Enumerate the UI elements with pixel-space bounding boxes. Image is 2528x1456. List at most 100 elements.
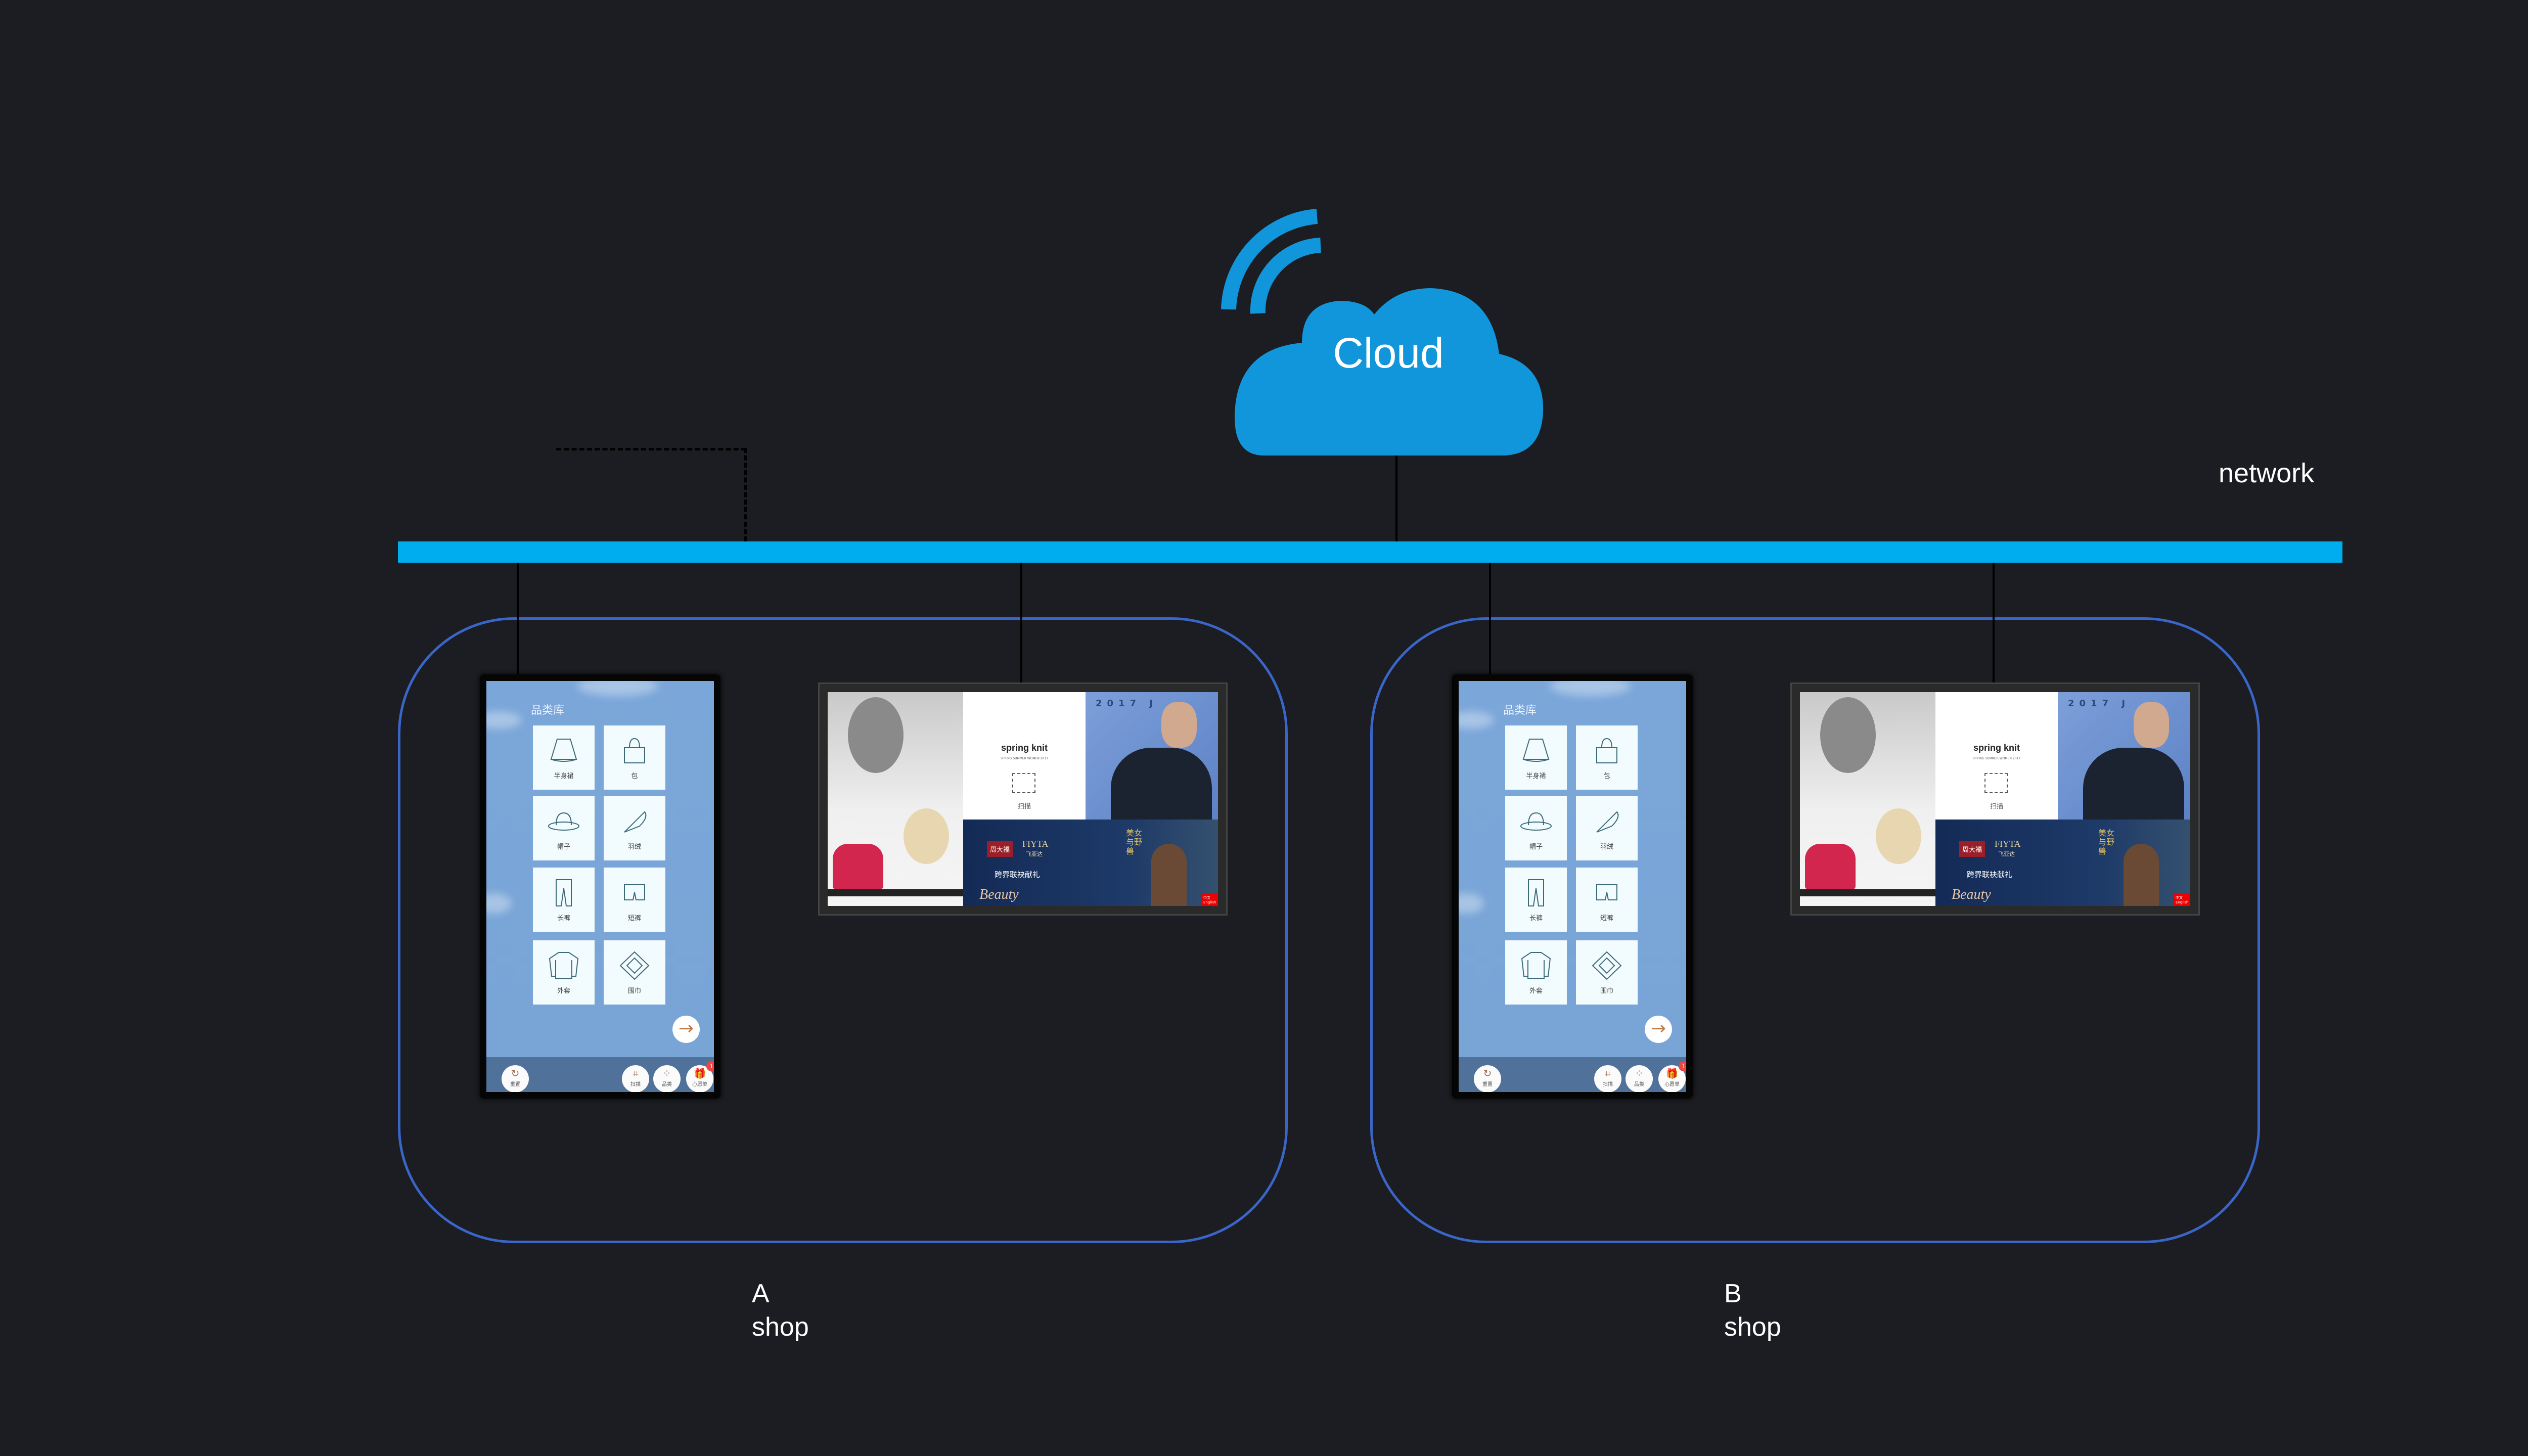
skirt-icon xyxy=(1522,739,1550,762)
display-connector xyxy=(1020,563,1022,682)
shorts-icon xyxy=(1596,884,1617,900)
category-tile[interactable]: 短裤 xyxy=(604,868,665,932)
photo-woman-head xyxy=(848,697,904,773)
category-label: 围巾 xyxy=(627,987,641,995)
table xyxy=(828,889,963,896)
category-tile[interactable]: 包 xyxy=(1576,725,1638,790)
scan-label: 扫描 xyxy=(1990,803,2003,810)
category-tile[interactable]: 羽绒 xyxy=(604,796,665,860)
category-label: 羽绒 xyxy=(627,843,641,851)
kiosk-button-2[interactable]: ⁘品类 xyxy=(653,1065,681,1092)
headline: spring knit xyxy=(1973,743,2020,753)
category-label: 外套 xyxy=(557,987,570,995)
button-label: 扫描 xyxy=(1603,1082,1613,1087)
brand-fiyta: FIYTA xyxy=(1995,839,2021,849)
category-tile[interactable]: 围巾 xyxy=(604,940,665,1005)
feather-icon xyxy=(1596,811,1619,833)
kiosk-button-2[interactable]: ⁘ 品类 xyxy=(1626,1065,1653,1092)
red-handbag xyxy=(1805,844,1856,889)
dashed-connector xyxy=(556,448,746,450)
button-label: 品类 xyxy=(1634,1082,1644,1087)
category-label: 长裤 xyxy=(557,915,570,922)
button-icon: ↻ xyxy=(1483,1067,1492,1079)
actress xyxy=(1151,844,1187,906)
category-label: 外套 xyxy=(1529,987,1543,995)
photo-blonde xyxy=(1876,808,1921,864)
category-tile[interactable]: 帽子 xyxy=(533,796,595,860)
button-label: 重置 xyxy=(510,1082,520,1087)
kiosk-button-0[interactable]: ↻ 重置 xyxy=(502,1065,529,1092)
movie-title: 美女与野兽 xyxy=(1126,828,1143,856)
category-tile[interactable]: 短裤 xyxy=(1576,868,1638,932)
scarf-icon xyxy=(619,951,650,980)
button-icon: 🎁 xyxy=(1665,1067,1679,1079)
kiosk-title: 品类库 xyxy=(531,704,565,717)
feather-icon xyxy=(624,811,647,833)
hat-icon xyxy=(1520,812,1552,831)
photo-blonde xyxy=(904,808,949,864)
category-label: 半身裙 xyxy=(554,772,574,780)
category-tile[interactable]: 半身裙 xyxy=(1505,725,1567,790)
next-arrow-icon[interactable]: → xyxy=(672,1016,700,1043)
trousers-icon xyxy=(1528,879,1544,906)
shop-letter: A xyxy=(752,1279,770,1308)
button-label: 扫描 xyxy=(630,1082,641,1087)
button-icon: ↻ xyxy=(511,1067,520,1079)
beauty-script: Beauty xyxy=(979,887,1019,902)
kiosk-title: 品类库 xyxy=(1503,704,1537,717)
button-icon: ⁘ xyxy=(1635,1067,1644,1079)
category-tile[interactable]: 长裤 xyxy=(1505,868,1567,932)
brand-fiyta: FIYTA xyxy=(1022,839,1049,849)
language-toggle[interactable]: 中文 English xyxy=(2174,893,2190,906)
button-label: 心愿单 xyxy=(1664,1082,1680,1087)
network-bus xyxy=(398,541,2342,563)
year-text: 2017 J xyxy=(1096,698,1158,709)
sky-cloud xyxy=(486,893,512,914)
category-label: 短裤 xyxy=(627,915,641,922)
button-icon: ⌗ xyxy=(1605,1067,1611,1079)
scan-frame-icon xyxy=(1012,773,1035,793)
wifi-signal-icon xyxy=(1221,209,1322,314)
kiosk-button-0[interactable]: ↻重置 xyxy=(1474,1065,1501,1092)
category-label: 短裤 xyxy=(1600,915,1613,922)
category-label: 包 xyxy=(631,772,638,780)
category-tile[interactable]: 外套 xyxy=(1505,940,1567,1005)
shop-letter: B xyxy=(1724,1279,1742,1308)
year-text: 2017 J xyxy=(2068,698,2131,709)
button-icon: 🎁 xyxy=(693,1067,706,1079)
white-panel xyxy=(1935,692,2058,820)
language-toggle[interactable]: 中文 English xyxy=(1202,893,1218,906)
notification-badge: 1 xyxy=(706,1061,714,1071)
brand-chow-tai-fook: 周大福 xyxy=(1959,841,1985,857)
kiosk-button-1[interactable]: ⌗扫描 xyxy=(622,1065,649,1092)
kiosk-connector xyxy=(517,563,519,674)
category-tile[interactable]: 羽绒 xyxy=(1576,796,1638,860)
next-arrow-icon[interactable]: → xyxy=(1645,1016,1672,1043)
movie-title: 美女与野兽 xyxy=(2098,828,2115,856)
category-tile[interactable]: 围巾 xyxy=(1576,940,1638,1005)
category-tile[interactable]: 半身裙 xyxy=(533,725,595,790)
category-tile[interactable]: 帽子 xyxy=(1505,796,1567,860)
category-label: 包 xyxy=(1603,772,1610,780)
photo-woman-head xyxy=(1820,697,1876,773)
sky-cloud xyxy=(1459,711,1494,729)
category-tile[interactable]: 包 xyxy=(604,725,665,790)
table xyxy=(1800,889,1935,896)
shorts-icon xyxy=(624,884,645,900)
category-tile[interactable]: 外套 xyxy=(533,940,595,1005)
category-tile[interactable]: 长裤 xyxy=(533,868,595,932)
network-label: network xyxy=(2219,458,2315,488)
category-label: 帽子 xyxy=(1529,843,1543,851)
cloud-label: Cloud xyxy=(1333,329,1444,377)
kiosk-button-1[interactable]: ⌗ 扫描 xyxy=(1594,1065,1621,1092)
